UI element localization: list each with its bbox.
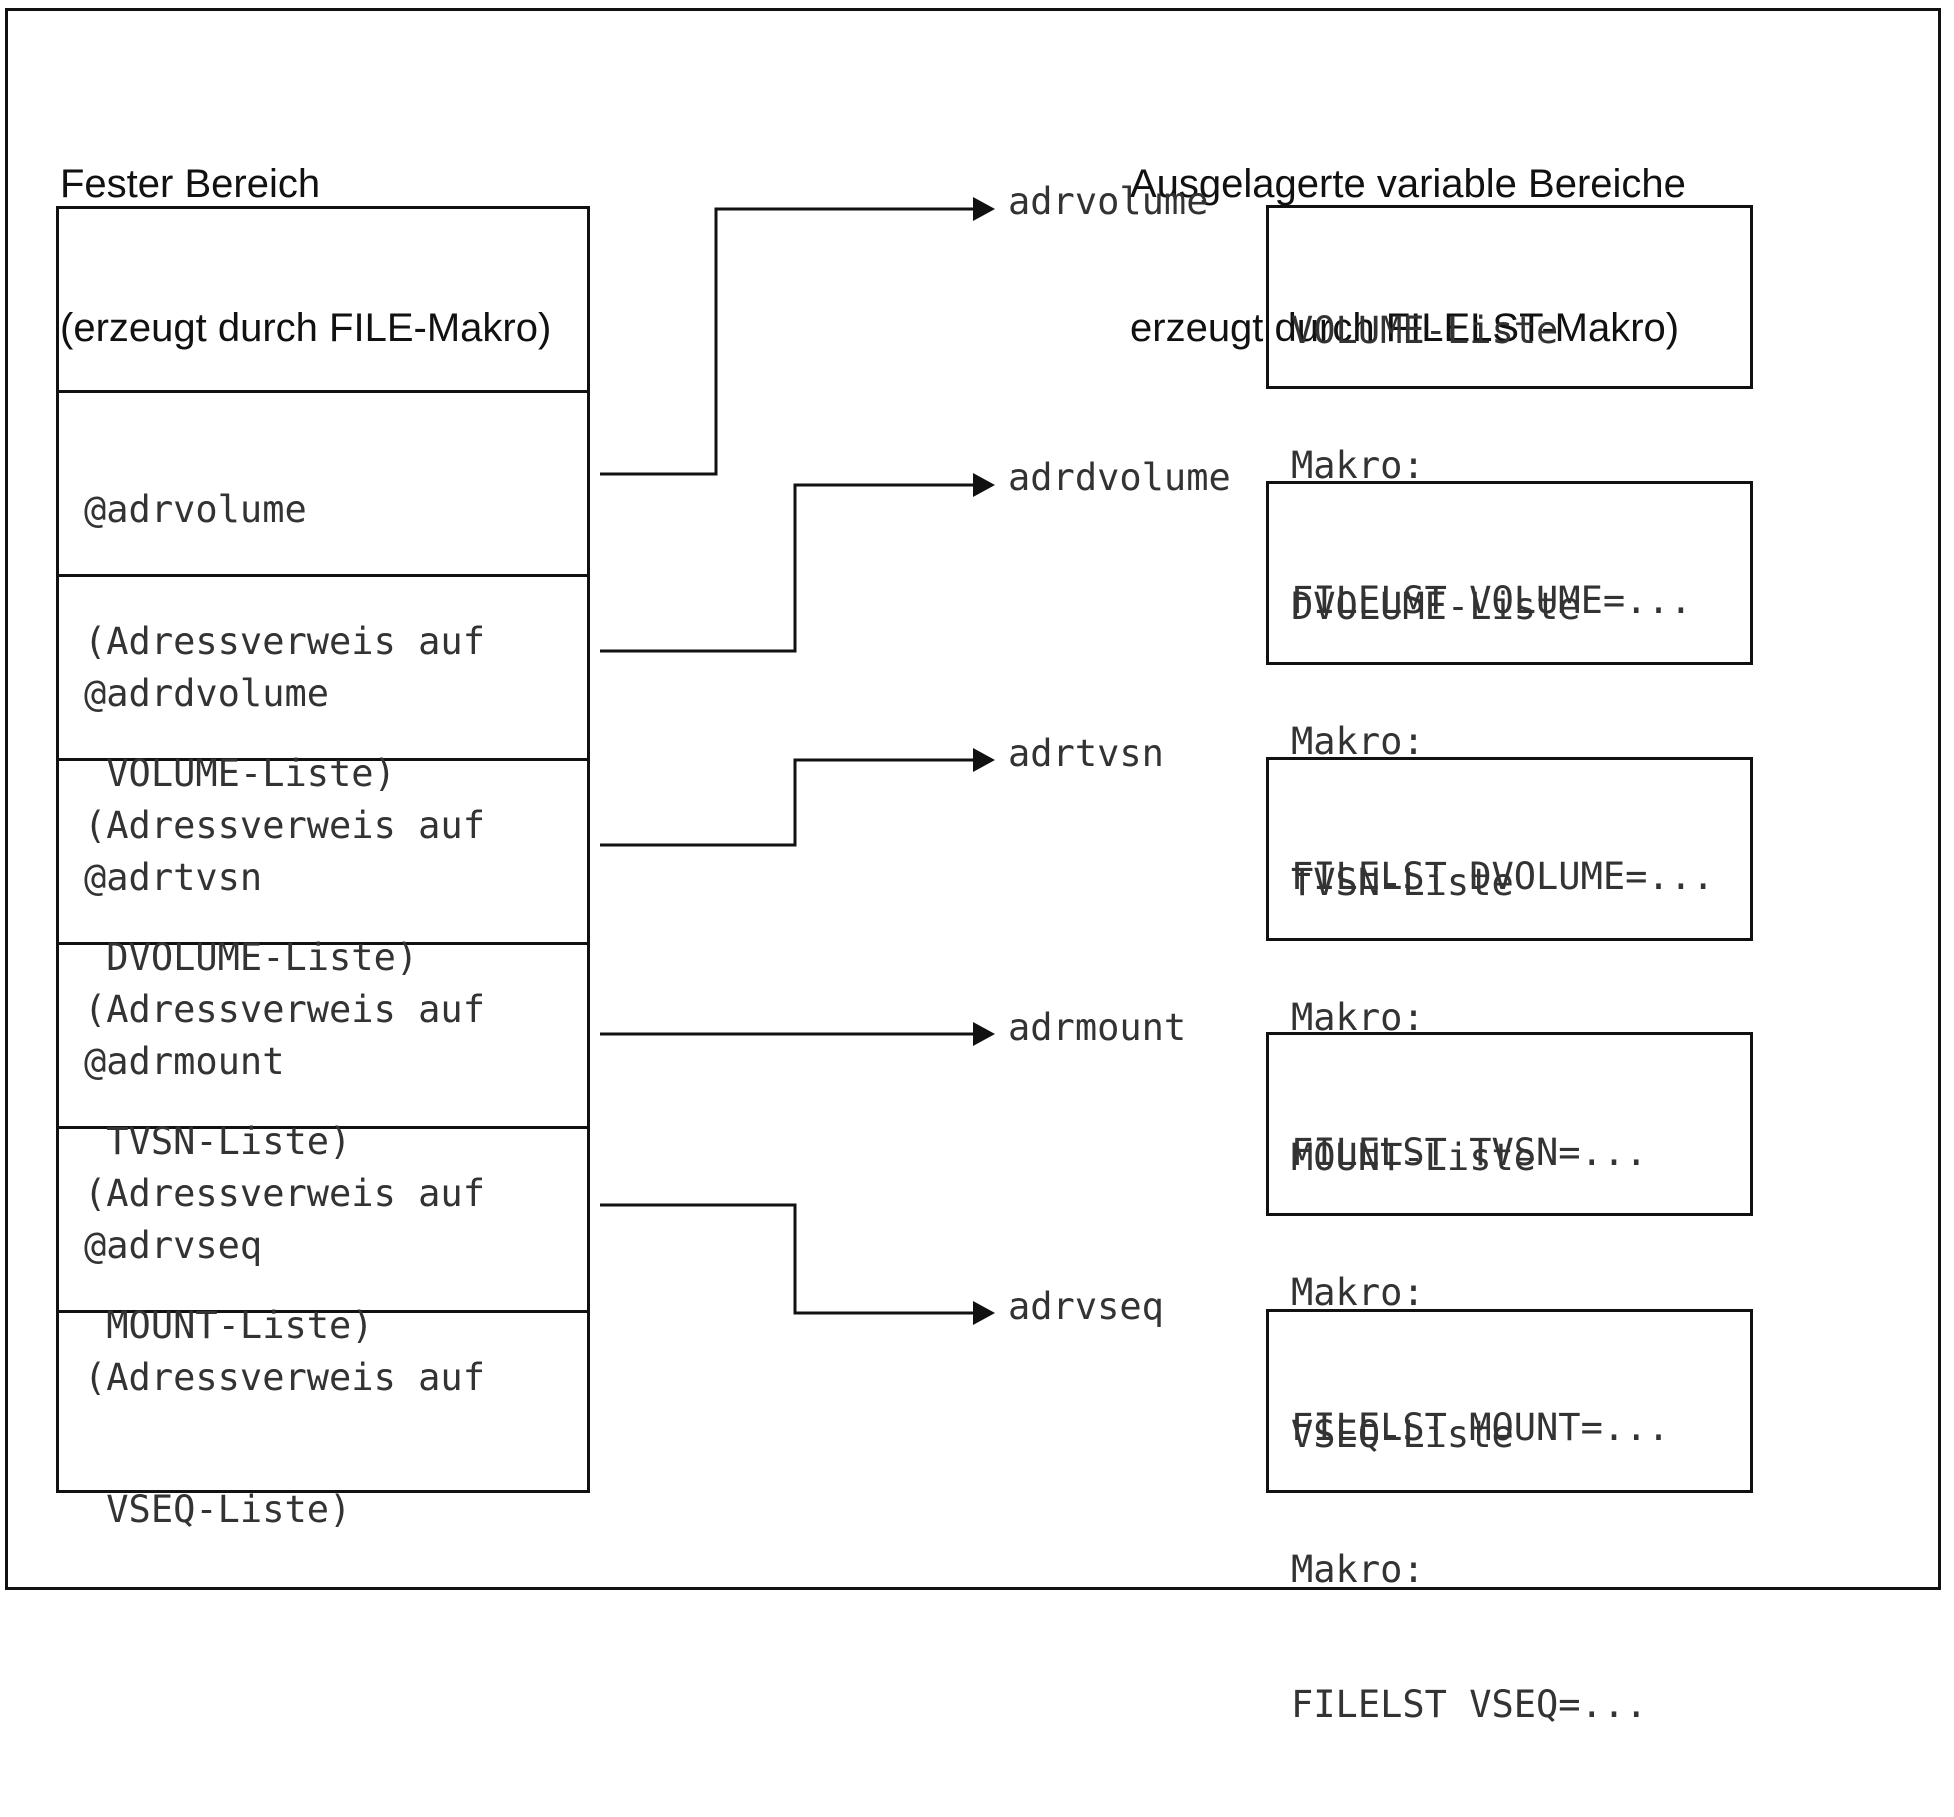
arrowhead-icon [973, 473, 995, 497]
list-macro-label: Makro: [1291, 720, 1425, 763]
variable-areas-heading-line1: Ausgelagerte variable Bereiche [1130, 162, 1686, 206]
entry-field-name: @adrmount [84, 1040, 285, 1083]
fixed-entry-adrmount: @adrmount (Adressverweis auf MOUNT-Liste… [84, 952, 485, 1392]
entry-field-name: @adrvseq [84, 1224, 263, 1267]
connector-adrdvolume [600, 483, 975, 653]
fixed-entry-adrdvolume: @adrdvolume (Adressverweis auf DVOLUME-L… [84, 584, 485, 1024]
list-macro-label: Makro: [1291, 1271, 1425, 1314]
list-title: TVSN-Liste [1291, 861, 1514, 904]
connector-adrvseq [600, 1203, 975, 1315]
pointer-label-adrvolume: adrvolume [1008, 180, 1209, 223]
list-box-volume: VOLUME-Liste Makro: FILELST VOLUME=... [1266, 205, 1753, 622]
variable-areas-heading: Ausgelagerte variable Bereiche erzeugt d… [1130, 64, 1686, 400]
entry-target: TVSN-Liste) [84, 1120, 352, 1163]
segment-divider [59, 390, 587, 393]
connector-adrvolume [600, 207, 975, 476]
segment-divider [59, 1310, 587, 1313]
entry-target: MOUNT-Liste) [84, 1304, 374, 1347]
entry-target: VOLUME-Liste) [84, 752, 396, 795]
arrowhead-icon [973, 1301, 995, 1325]
list-title: VOLUME-Liste [1291, 309, 1559, 352]
diagram-frame [5, 8, 1941, 1590]
segment-divider [59, 942, 587, 945]
connector-lines [600, 197, 995, 1325]
list-box-mount: MOUNT-Liste Makro: FILELST MOUNT=... [1266, 1032, 1753, 1449]
entry-field-name: @adrtvsn [84, 856, 263, 899]
fixed-entry-adrvolume: @adrvolume (Adressverweis auf VOLUME-Lis… [84, 400, 485, 840]
segment-divider [59, 574, 587, 577]
entry-description: (Adressverweis auf [84, 1172, 485, 1215]
fixed-entry-adrtvsn: @adrtvsn (Adressverweis auf TVSN-Liste) [84, 768, 485, 1208]
pointer-label-adrdvolume: adrdvolume [1008, 456, 1231, 499]
list-box-tvsn: TVSN-Liste Makro: FILELST TVSN=... [1266, 757, 1753, 1174]
entry-description: (Adressverweis auf [84, 1356, 485, 1399]
fixed-area-heading-line2: (erzeugt durch FILE-Makro) [60, 306, 552, 350]
list-macro-call: FILELST MOUNT=... [1291, 1406, 1670, 1449]
pointer-label-adrtvsn: adrtvsn [1008, 732, 1164, 775]
segment-divider [59, 1126, 587, 1129]
list-macro-call: FILELST VSEQ=... [1291, 1683, 1648, 1726]
list-box-vseq: VSEQ-Liste Makro: FILELST VSEQ=... [1266, 1309, 1753, 1726]
list-macro-call: FILELST DVOLUME=... [1291, 855, 1715, 898]
arrowhead-icon [973, 1022, 995, 1046]
entry-target: DVOLUME-Liste) [84, 936, 419, 979]
arrowhead-icon [973, 197, 995, 221]
connector-adrtvsn [600, 758, 975, 847]
list-title: VSEQ-Liste [1291, 1413, 1514, 1456]
fixed-area-box [56, 206, 590, 1493]
entry-field-name: @adrvolume [84, 488, 307, 531]
pointer-label-adrvseq: adrvseq [1008, 1285, 1164, 1328]
entry-field-name: @adrdvolume [84, 672, 330, 715]
variable-areas-heading-line2: erzeugt durch FILELST-Makro) [1130, 306, 1680, 350]
fixed-area-heading-line1: Fester Bereich [60, 162, 321, 206]
arrowhead-icon [973, 748, 995, 772]
fixed-entry-adrvseq: @adrvseq (Adressverweis auf VSEQ-Liste) [84, 1136, 485, 1576]
list-macro-label: Makro: [1291, 444, 1425, 487]
fixed-area-heading: Fester Bereich (erzeugt durch FILE-Makro… [60, 64, 551, 400]
entry-description: (Adressverweis auf [84, 620, 485, 663]
list-macro-label: Makro: [1291, 996, 1425, 1039]
entry-description: (Adressverweis auf [84, 804, 485, 847]
list-macro-label: Makro: [1291, 1548, 1425, 1591]
entry-description: (Adressverweis auf [84, 988, 485, 1031]
pointer-label-adrmount: adrmount [1008, 1006, 1187, 1049]
list-macro-call: FILELST VOLUME=... [1291, 579, 1692, 622]
list-title: MOUNT-Liste [1291, 1136, 1537, 1179]
list-title: DVOLUME-Liste [1291, 585, 1581, 628]
segment-divider [59, 758, 587, 761]
list-box-dvolume: DVOLUME-Liste Makro: FILELST DVOLUME=... [1266, 481, 1753, 898]
list-macro-call: FILELST TVSN=... [1291, 1131, 1648, 1174]
entry-target: VSEQ-Liste) [84, 1488, 352, 1531]
